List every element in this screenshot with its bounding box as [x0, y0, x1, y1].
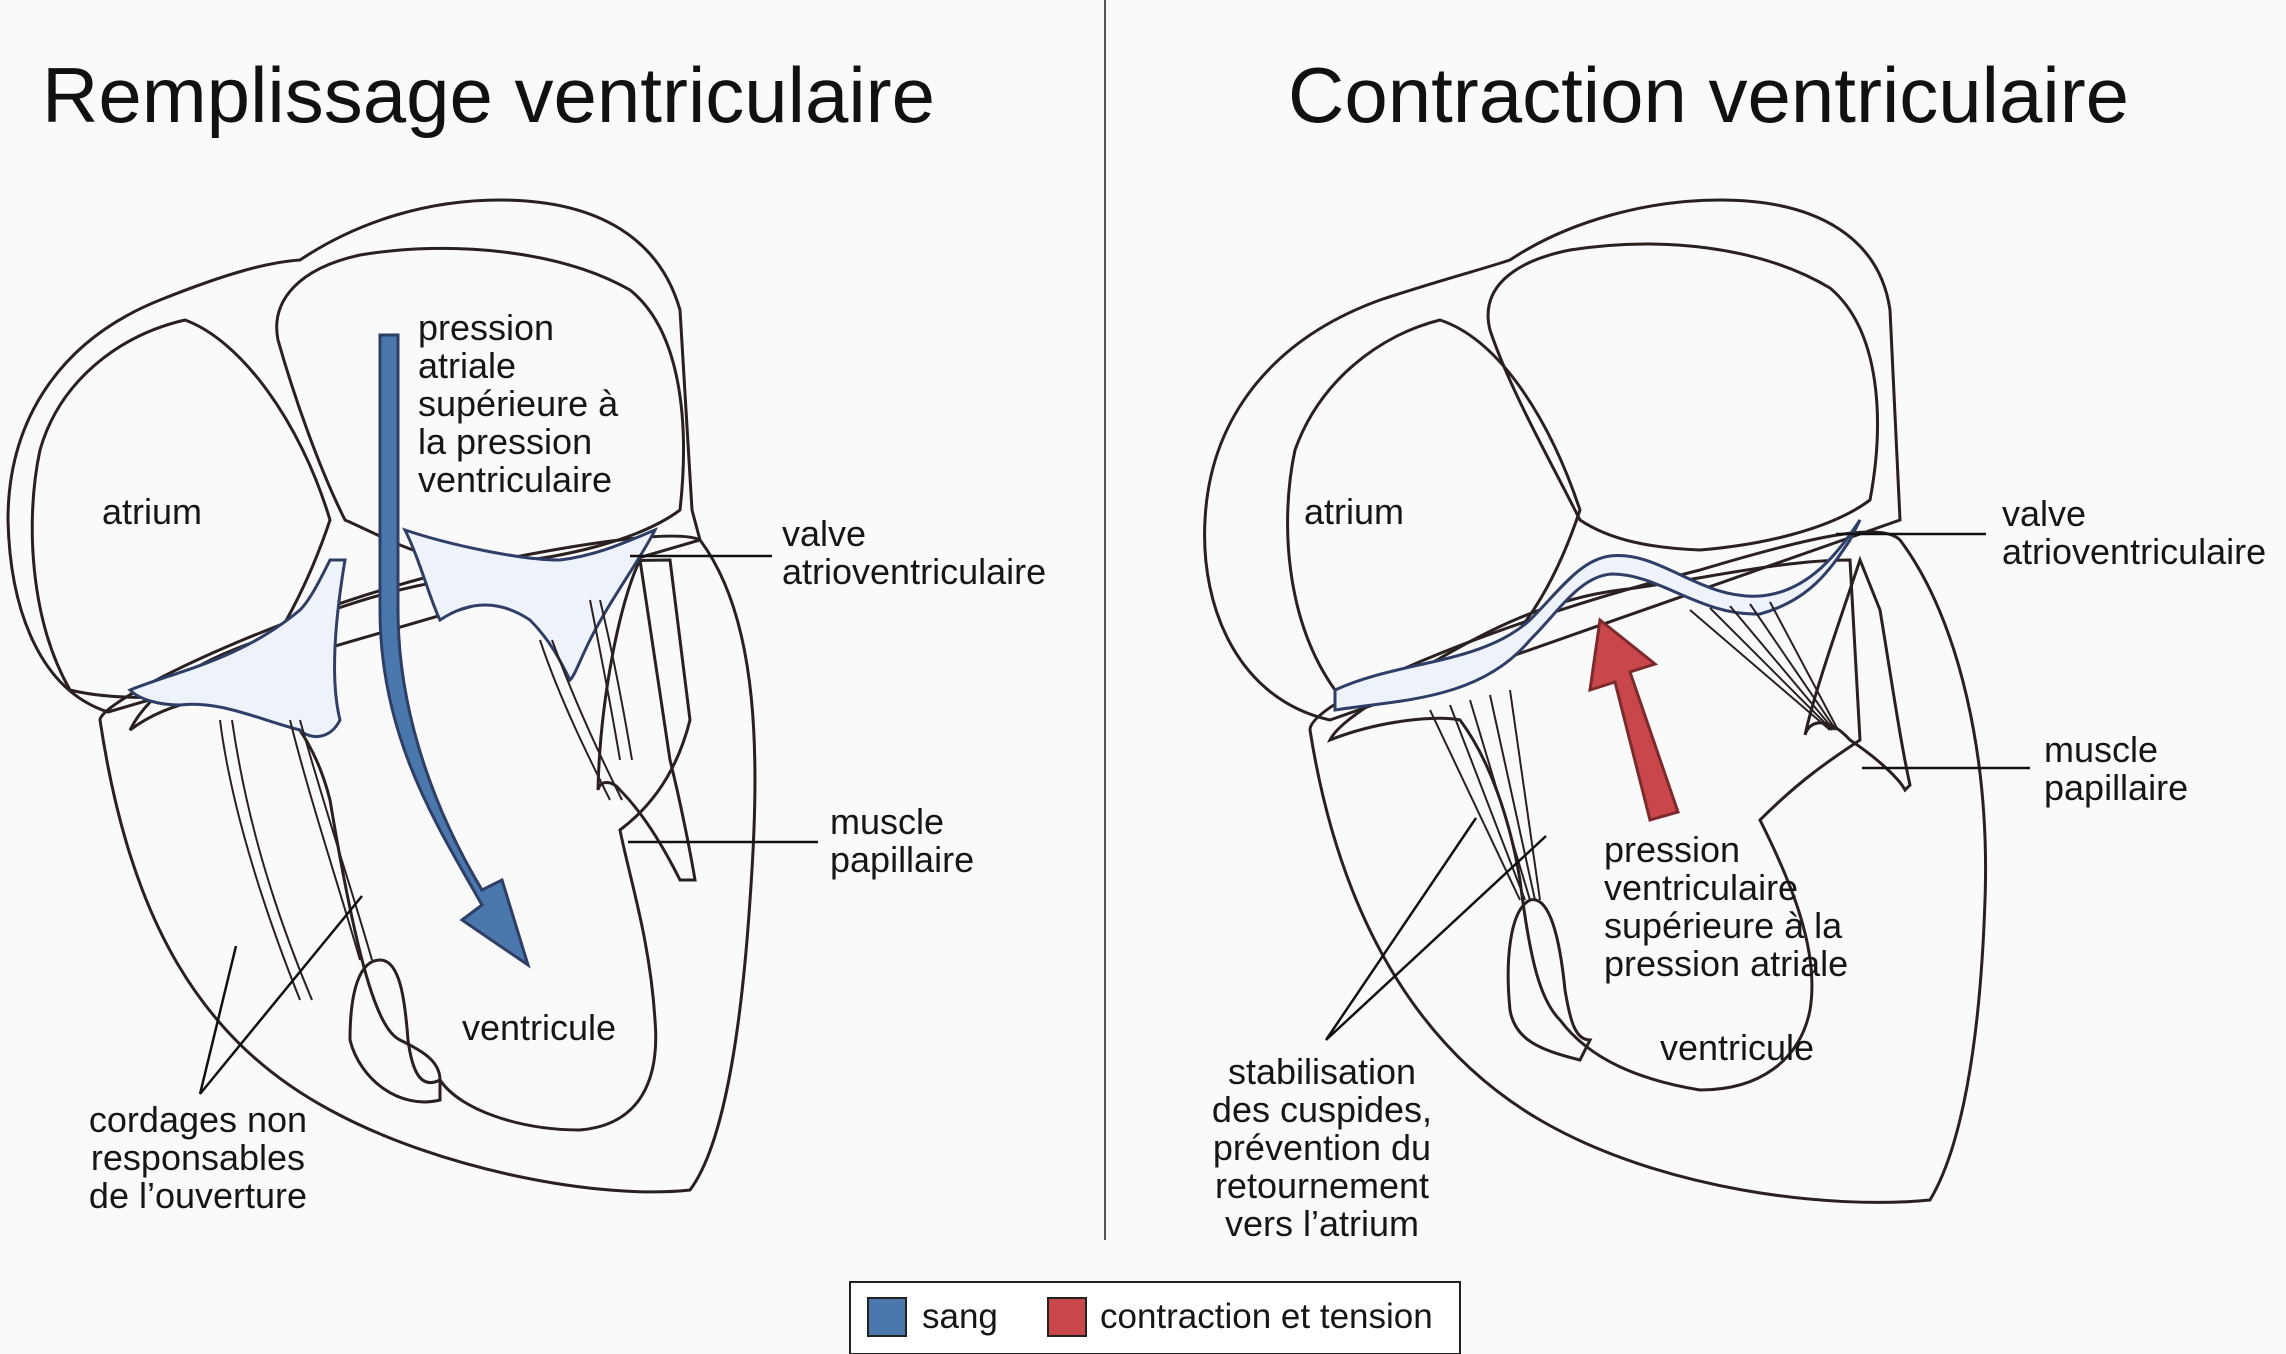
legend-frame [849, 1281, 1461, 1354]
legend-swatch-blood [867, 1297, 907, 1337]
valve-leaflet-left-a [127, 558, 347, 739]
papillary-muscle-left-right [596, 555, 697, 882]
svg-text:pression atriale: pression atriale [1604, 943, 1848, 984]
label-muscle-right: muscle papillaire [2044, 729, 2188, 808]
blood-flow-arrow [378, 333, 531, 969]
svg-text:des cuspides,: des cuspides, [1212, 1089, 1432, 1130]
papillary-muscle-right-lower [1506, 898, 1593, 1062]
svg-text:muscle: muscle [830, 801, 944, 842]
svg-text:prévention du: prévention du [1213, 1127, 1431, 1168]
svg-text:atriale: atriale [418, 345, 516, 386]
svg-text:papillaire: papillaire [830, 839, 974, 880]
svg-text:atrioventriculaire: atrioventriculaire [2002, 531, 2266, 572]
svg-text:muscle: muscle [2044, 729, 2158, 770]
atrium-right-chamber [275, 246, 685, 567]
ventricle-cavity-left [128, 558, 692, 1132]
atrium-right-chamber-2 [1486, 242, 1879, 552]
svg-text:valve: valve [782, 513, 866, 554]
svg-text:supérieure à la: supérieure à la [1604, 905, 1843, 946]
chordae-right [1429, 601, 1839, 901]
label-ventricle-right: ventricule [1660, 1027, 1814, 1068]
title-filling: Remplissage ventriculaire [42, 51, 935, 139]
label-muscle-left: muscle papillaire [830, 801, 974, 880]
valve-leaflet-closed [1333, 519, 1862, 712]
right-heart [1203, 198, 1987, 1204]
papillary-muscle-right-right [1803, 555, 1912, 793]
legend-swatch-contraction [1047, 1297, 1087, 1337]
svg-text:retournement: retournement [1215, 1165, 1429, 1206]
label-atrium-right: atrium [1304, 491, 1404, 532]
label-valve-left: valve atrioventriculaire [782, 513, 1046, 592]
legend-label-contraction: contraction et tension [1100, 1297, 1433, 1336]
svg-text:pression: pression [418, 307, 554, 348]
label-ventricle-left: ventricule [462, 1007, 616, 1048]
svg-text:vers l’atrium: vers l’atrium [1225, 1203, 1419, 1244]
legend-label-blood: sang [922, 1297, 998, 1336]
chordae-left [219, 599, 633, 1001]
atrial-wall-right [1203, 198, 1902, 722]
svg-text:pression: pression [1604, 829, 1740, 870]
svg-text:papillaire: papillaire [2044, 767, 2188, 808]
svg-text:responsables: responsables [91, 1137, 305, 1178]
title-contraction: Contraction ventriculaire [1288, 51, 2129, 139]
svg-text:supérieure à: supérieure à [418, 383, 619, 424]
svg-text:stabilisation: stabilisation [1228, 1051, 1416, 1092]
left-heart [6, 198, 757, 1194]
leader-stabilisation [1324, 817, 1547, 1041]
label-stabilisation: stabilisation des cuspides, prévention d… [1212, 1051, 1432, 1244]
valve-leaflet-left-b [402, 527, 659, 683]
svg-text:valve: valve [2002, 493, 2086, 534]
label-pressure-left: pression atriale supérieure à la pressio… [418, 307, 619, 500]
label-valve-right: valve atrioventriculaire [2002, 493, 2266, 572]
legend: sang contraction et tension [849, 1281, 1461, 1354]
svg-text:la pression: la pression [418, 421, 592, 462]
label-pressure-right: pression ventriculaire supérieure à la p… [1604, 829, 1848, 984]
label-atrium-left: atrium [102, 491, 202, 532]
svg-text:ventriculaire: ventriculaire [1604, 867, 1798, 908]
svg-text:atrioventriculaire: atrioventriculaire [782, 551, 1046, 592]
leader-cordages [198, 895, 363, 1095]
label-cordages: cordages non responsables de l’ouverture [89, 1099, 307, 1216]
atrial-wall-left [6, 198, 702, 714]
svg-text:de l’ouverture: de l’ouverture [89, 1175, 307, 1216]
svg-text:cordages non: cordages non [89, 1099, 307, 1140]
svg-text:ventriculaire: ventriculaire [418, 459, 612, 500]
papillary-muscle-left-lower [348, 958, 442, 1104]
contraction-arrow [1588, 617, 1680, 822]
